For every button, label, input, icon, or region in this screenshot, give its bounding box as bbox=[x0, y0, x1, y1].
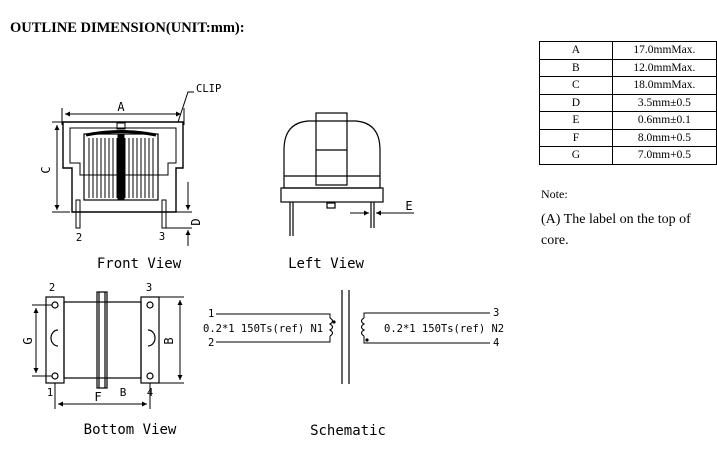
bottom-view-caption: Bottom View bbox=[84, 422, 177, 438]
left-view-caption: Left View bbox=[288, 256, 364, 272]
dim-key: C bbox=[539, 76, 613, 95]
polarity-dot-left bbox=[332, 320, 336, 324]
dim-key: B bbox=[539, 58, 613, 77]
bottom-pin-3-label: 3 bbox=[146, 282, 152, 294]
dim-key: D bbox=[539, 93, 613, 112]
polarity-dot-right bbox=[365, 338, 369, 342]
schematic-winding-n2: 0.2*1 150Ts(ref) N2 bbox=[384, 323, 504, 335]
note-label: Note: bbox=[541, 187, 568, 201]
dim-value: 0.6mm±0.1 bbox=[611, 111, 717, 130]
dim-e-label: E bbox=[405, 199, 412, 213]
bottom-pin-4-label: 4 bbox=[147, 387, 153, 399]
dim-key: E bbox=[539, 111, 613, 130]
dim-value: 7.0mm+0.5 bbox=[611, 146, 717, 165]
schematic-pin-2: 2 bbox=[208, 337, 214, 349]
dim-value: 17.0mmMax. bbox=[611, 41, 717, 60]
bottom-view bbox=[32, 291, 184, 409]
note-text: (A) The label on the top of core. bbox=[541, 212, 691, 248]
dim-d-label: D bbox=[189, 218, 203, 225]
dim-key: G bbox=[539, 146, 613, 165]
bottom-pin-1-label: 1 bbox=[47, 387, 53, 399]
dim-value: 8.0mm+0.5 bbox=[611, 128, 717, 147]
schematic-winding-n1: 0.2*1 150Ts(ref) N1 bbox=[203, 323, 323, 335]
schematic bbox=[216, 290, 490, 384]
dim-a-label: A bbox=[117, 100, 125, 114]
dim-f-label: F bbox=[94, 390, 101, 404]
dim-value: 12.0mmMax. bbox=[611, 58, 717, 77]
dim-c-label: C bbox=[39, 166, 53, 173]
dim-b-bottom-label: B bbox=[120, 386, 127, 399]
page-title: OUTLINE DIMENSION(UNIT:mm): bbox=[10, 20, 245, 36]
schematic-pin-4: 4 bbox=[493, 337, 499, 349]
front-view bbox=[52, 91, 194, 246]
dim-g-label: G bbox=[21, 337, 35, 344]
front-pin-2-label: 2 bbox=[76, 232, 82, 244]
clip-label: CLIP bbox=[196, 83, 221, 95]
schematic-pin-3: 3 bbox=[493, 307, 499, 319]
front-view-caption: Front View bbox=[97, 256, 182, 272]
dim-value: 18.0mmMax. bbox=[611, 76, 717, 95]
dim-value: 3.5mm±0.5 bbox=[611, 93, 717, 112]
bottom-pin-2-label: 2 bbox=[49, 282, 55, 294]
dim-key: A bbox=[539, 41, 613, 60]
dim-b-side-label: B bbox=[162, 337, 176, 344]
schematic-pin-1: 1 bbox=[208, 308, 214, 320]
front-pin-3-label: 3 bbox=[159, 231, 165, 243]
left-view bbox=[280, 112, 414, 236]
dim-key: F bbox=[539, 128, 613, 147]
schematic-caption: Schematic bbox=[310, 423, 386, 439]
